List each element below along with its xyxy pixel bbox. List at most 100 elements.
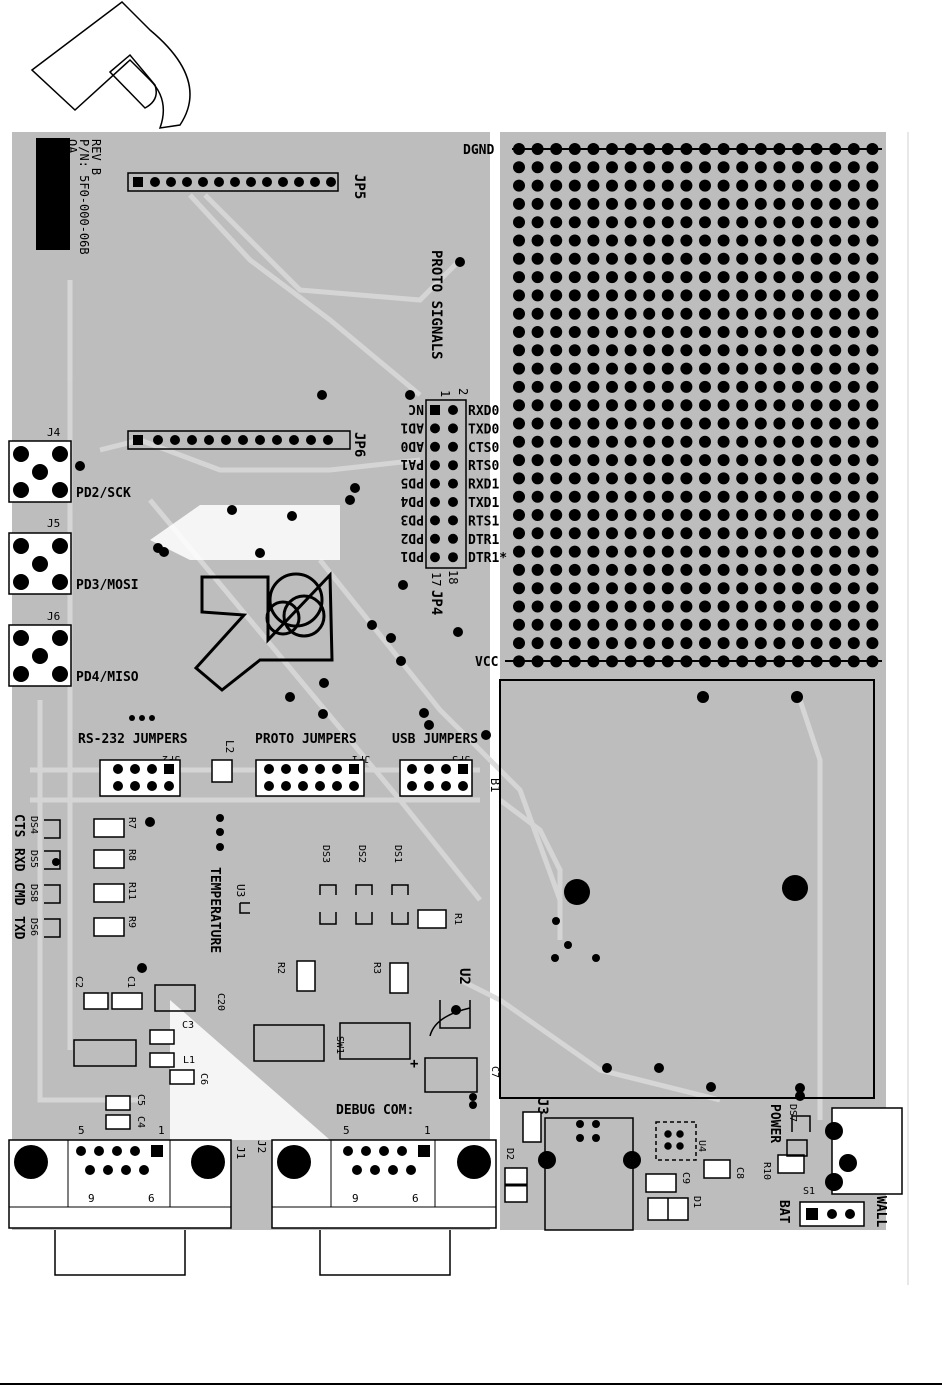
proto-hole	[773, 600, 786, 613]
jp3-jumper	[399, 759, 473, 797]
j1-pin6: 6	[148, 1192, 155, 1205]
proto-hole	[606, 234, 618, 247]
proto-hole	[773, 618, 786, 631]
proto-hole	[661, 216, 674, 229]
proto-hole	[587, 161, 600, 174]
proto-hole	[792, 417, 804, 430]
proto-hole	[513, 271, 525, 284]
proto-hole	[717, 380, 730, 393]
r1-label: R1	[452, 913, 463, 925]
c5-label: C5	[135, 1094, 146, 1106]
proto-hole	[606, 417, 618, 430]
proto-hole	[792, 362, 804, 375]
proto-hole	[736, 234, 749, 247]
proto-hole	[624, 271, 637, 284]
jp4-pin	[430, 441, 440, 452]
proto-hole	[606, 527, 618, 540]
proto-hole	[829, 289, 842, 302]
proto-hole	[810, 582, 823, 595]
proto-hole	[513, 527, 525, 540]
proto-hole	[773, 380, 786, 393]
proto-hole	[624, 362, 637, 375]
proto-hole	[643, 289, 656, 302]
proto-hole	[829, 344, 842, 357]
r3-label: R3	[371, 962, 382, 974]
proto-hole	[866, 326, 879, 338]
proto-hole	[736, 545, 749, 558]
proto-hole	[661, 234, 674, 247]
proto-hole	[773, 490, 786, 503]
proto-hole	[531, 307, 544, 320]
proto-hole	[699, 179, 711, 192]
proto-hole	[643, 509, 656, 521]
proto-hole	[624, 600, 637, 613]
proto-hole	[550, 618, 563, 631]
proto-hole	[810, 454, 823, 467]
wall-label: WALL	[873, 1196, 888, 1227]
proto-hole	[624, 454, 637, 467]
proto-hole	[736, 472, 749, 485]
proto-hole	[531, 490, 544, 503]
proto-hole	[773, 582, 786, 595]
jp1-label: JP1	[352, 753, 370, 764]
proto-hole	[606, 509, 618, 521]
proto-hole	[606, 545, 618, 558]
proto-hole	[568, 417, 581, 430]
proto-hole	[829, 271, 842, 284]
proto-hole	[568, 362, 581, 375]
proto-hole	[736, 197, 749, 210]
proto-hole	[643, 637, 656, 650]
proto-hole	[568, 271, 581, 284]
proto-hole	[568, 380, 581, 393]
proto-hole	[513, 582, 525, 595]
proto-hole	[736, 307, 749, 320]
proto-hole	[736, 618, 749, 631]
proto-hole	[717, 216, 730, 229]
proto-hole	[680, 582, 693, 595]
proto-hole	[717, 618, 730, 631]
proto-hole	[568, 289, 581, 302]
u3-label: U3	[234, 884, 247, 897]
proto-hole	[754, 289, 767, 302]
proto-right-label: RXD0	[468, 404, 499, 419]
proto-hole	[568, 545, 581, 558]
proto-hole	[773, 399, 786, 412]
proto-hole	[624, 234, 637, 247]
proto-hole	[550, 399, 563, 412]
rev-label: REV B	[89, 139, 103, 175]
proto-hole	[587, 417, 600, 430]
proto-hole	[847, 197, 860, 210]
c7-label: C7	[489, 1066, 500, 1078]
proto-left-label: PD5	[401, 475, 424, 490]
proto-hole	[606, 216, 618, 229]
proto-hole	[624, 563, 637, 576]
proto-hole	[568, 307, 581, 320]
proto-hole	[680, 362, 693, 375]
proto-hole	[773, 362, 786, 375]
proto-hole	[699, 490, 711, 503]
proto-hole	[624, 326, 637, 338]
proto-hole	[550, 509, 563, 521]
proto-hole	[866, 490, 879, 503]
wall-jack	[825, 1107, 903, 1195]
r8-label: R8	[126, 849, 137, 861]
proto-hole	[643, 563, 656, 576]
proto-hole	[829, 582, 842, 595]
j4-label: J4	[47, 426, 61, 439]
proto-hole	[866, 197, 879, 210]
proto-hole	[699, 234, 711, 247]
proto-hole	[792, 600, 804, 613]
proto-hole	[587, 563, 600, 576]
proto-hole	[624, 545, 637, 558]
proto-left-label: AD0	[400, 438, 424, 453]
proto-hole	[680, 618, 693, 631]
proto-hole	[550, 545, 563, 558]
proto-hole	[624, 179, 637, 192]
proto-hole	[606, 618, 618, 631]
proto-hole	[550, 216, 563, 229]
proto-hole	[847, 545, 860, 558]
proto-hole	[513, 618, 525, 631]
proto-hole	[699, 326, 711, 338]
proto-hole	[810, 234, 823, 247]
p-logo-outline-icon	[30, 1, 191, 129]
